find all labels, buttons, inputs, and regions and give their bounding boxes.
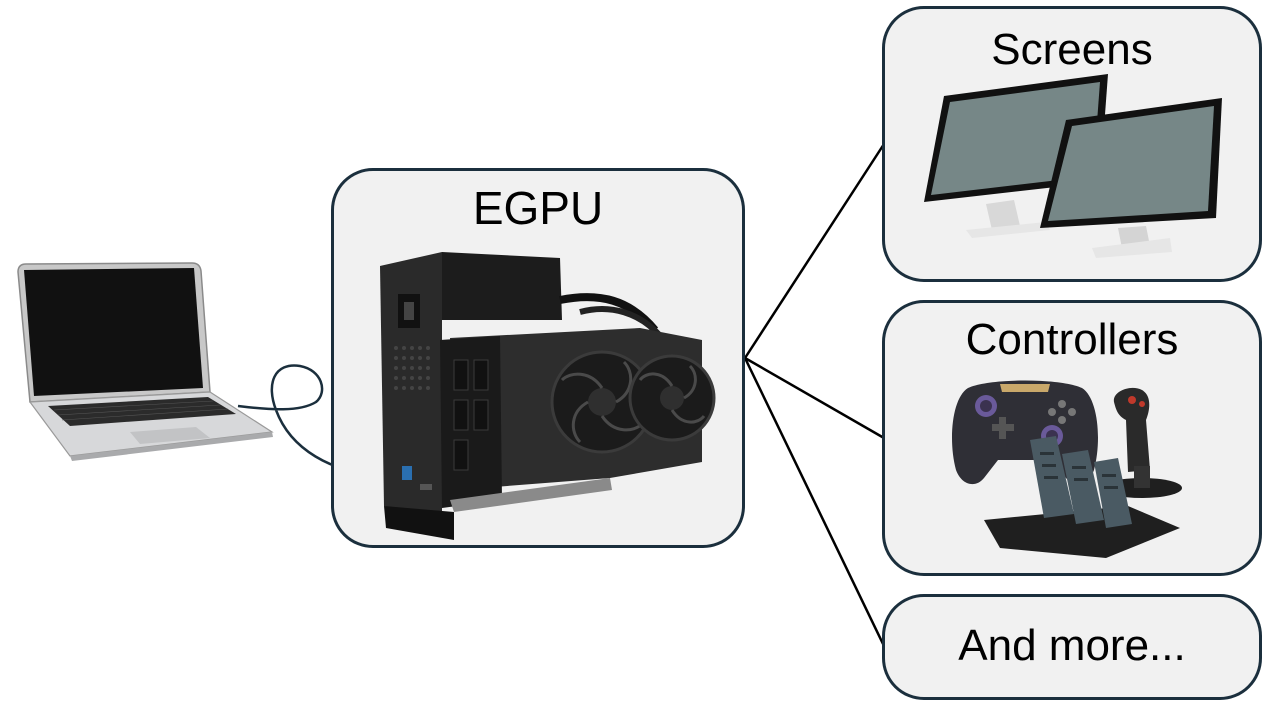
- pedals-icon: [984, 436, 1180, 558]
- and-more-box: And more...: [882, 594, 1262, 700]
- connector-egpu-to-controllers: [744, 356, 885, 440]
- screens-label: Screens: [991, 25, 1153, 74]
- controllers-label: Controllers: [965, 315, 1179, 364]
- connector-egpu-to-more: [743, 357, 886, 647]
- connector-egpu-to-screens: [743, 143, 886, 359]
- and-more-label: And more...: [958, 621, 1186, 670]
- egpu-label: EGPU: [472, 182, 604, 234]
- gamepad-icon: [952, 380, 1098, 485]
